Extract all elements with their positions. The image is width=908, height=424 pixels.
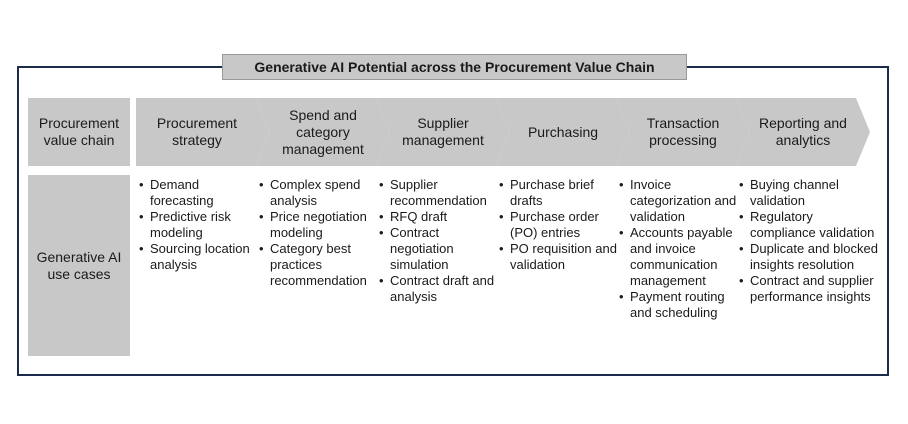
stage-chevron-1: Procurement strategy <box>136 98 270 166</box>
use-case-item: Contract draft and analysis <box>379 273 497 305</box>
use-case-item: Payment routing and scheduling <box>619 289 737 321</box>
use-case-item: PO requisition and validation <box>499 241 617 273</box>
diagram-title: Generative AI Potential across the Procu… <box>222 54 687 80</box>
use-case-item: Purchase order (PO) entries <box>499 209 617 241</box>
use-case-item: Duplicate and blocked insights resolutio… <box>739 241 881 273</box>
row-label-use-cases: Generative AI use cases <box>28 175 130 356</box>
stage-chevron-4: Purchasing <box>496 98 630 166</box>
stage-chevron-5: Transaction processing <box>616 98 750 166</box>
use-case-list-2: Complex spend analysisPrice negotiation … <box>259 177 377 289</box>
use-case-item: Regulatory compliance validation <box>739 209 881 241</box>
use-case-list-6: Buying channel validationRegulatory comp… <box>739 177 881 305</box>
stage-chevron-6: Reporting and analytics <box>736 98 870 166</box>
row-label-use-cases-text: Generative AI use cases <box>36 248 122 282</box>
use-case-item: Purchase brief drafts <box>499 177 617 209</box>
use-case-item: Accounts payable and invoice communicati… <box>619 225 737 289</box>
use-case-item: Contract and supplier performance insigh… <box>739 273 881 305</box>
use-case-item: Supplier recommendation <box>379 177 497 209</box>
stage-label: Procurement strategy <box>156 115 238 148</box>
use-case-list-5: Invoice categorization and validationAcc… <box>619 177 737 321</box>
stage-label: Purchasing <box>527 123 599 140</box>
row-label-value-chain-text: Procurement value chain <box>38 115 120 148</box>
stage-label: Transaction processing <box>646 115 720 148</box>
use-case-item: Demand forecasting <box>139 177 257 209</box>
stage-label: Spend and category management <box>282 106 364 157</box>
use-case-item: Sourcing location analysis <box>139 241 257 273</box>
stage-chevron-3: Supplier management <box>376 98 510 166</box>
use-case-item: Invoice categorization and validation <box>619 177 737 225</box>
use-case-list-4: Purchase brief draftsPurchase order (PO)… <box>499 177 617 273</box>
use-case-item: Contract negotiation simulation <box>379 225 497 273</box>
use-case-item: Category best practices recommendation <box>259 241 377 289</box>
row-label-value-chain: Procurement value chain <box>28 98 130 166</box>
stage-chevron-2: Spend and category management <box>256 98 390 166</box>
use-case-item: Price negotiation modeling <box>259 209 377 241</box>
use-case-item: Buying channel validation <box>739 177 881 209</box>
use-case-list-3: Supplier recommendationRFQ draftContract… <box>379 177 497 305</box>
use-case-list-1: Demand forecastingPredictive risk modeli… <box>139 177 257 273</box>
stage-label: Supplier management <box>402 115 484 148</box>
use-case-item: Predictive risk modeling <box>139 209 257 241</box>
use-case-item: RFQ draft <box>379 209 497 225</box>
stage-label: Reporting and analytics <box>759 115 847 148</box>
use-case-item: Complex spend analysis <box>259 177 377 209</box>
